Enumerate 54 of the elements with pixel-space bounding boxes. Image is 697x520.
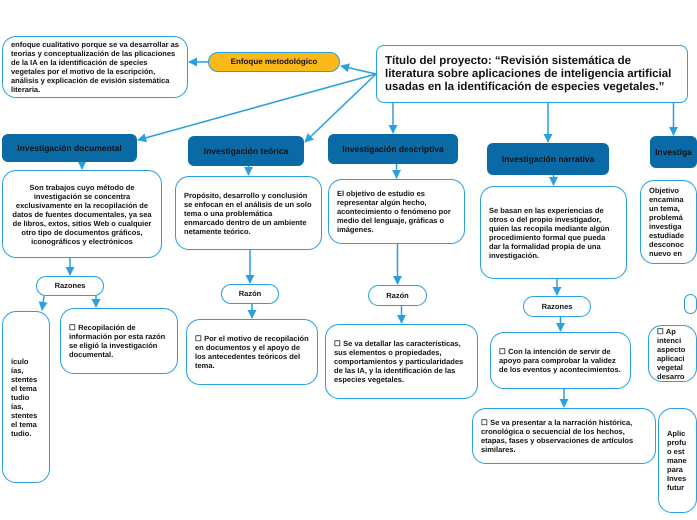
text-box xyxy=(2,170,162,258)
arrow xyxy=(92,296,100,308)
method-label: Enfoque metodológico xyxy=(230,56,318,68)
text-box xyxy=(328,179,465,244)
arrow xyxy=(669,103,678,136)
reason-pill xyxy=(221,284,279,304)
category-banner xyxy=(2,134,137,162)
text-box xyxy=(2,36,188,98)
arrow xyxy=(397,306,406,324)
text-box xyxy=(640,180,697,264)
category-banner xyxy=(487,143,609,175)
text-box xyxy=(186,319,318,385)
category-title: Investigación descriptiva xyxy=(342,142,444,156)
arrow xyxy=(78,160,86,170)
reason-pill xyxy=(523,296,591,317)
text-box xyxy=(490,332,631,389)
arrow xyxy=(388,103,398,134)
arrow xyxy=(244,166,253,176)
text-box xyxy=(472,408,656,464)
arrow xyxy=(556,317,565,332)
arrow xyxy=(552,279,562,296)
arrow xyxy=(549,175,558,186)
reason-pill xyxy=(36,276,104,296)
category-title: Investigación documental xyxy=(17,142,122,154)
arrow xyxy=(188,58,208,66)
reason-pill xyxy=(368,285,427,306)
text-box xyxy=(480,186,627,279)
category-title: Investigación narrativa xyxy=(502,152,594,166)
arrow xyxy=(393,244,402,285)
category-banner xyxy=(328,134,458,164)
project-title: Título del proyecto: “Revisión sistemática de literatura sobre aplicaciones de inteligencia artificial usadas en la identificación de especies vegetales.” xyxy=(385,54,672,94)
category-title: Investigación teórica xyxy=(204,144,288,158)
box-shape xyxy=(684,294,697,314)
arrow xyxy=(137,73,376,142)
text-box xyxy=(325,324,478,399)
text-box xyxy=(175,176,322,250)
arrow xyxy=(544,103,552,143)
text-box xyxy=(648,325,697,382)
arrow xyxy=(340,63,376,75)
arrow xyxy=(246,250,254,284)
category-title: Investiga xyxy=(655,146,692,158)
text-box xyxy=(658,408,697,513)
category-banner xyxy=(650,136,697,168)
arrow xyxy=(304,73,377,143)
arrow xyxy=(248,304,256,319)
arrow xyxy=(38,296,48,311)
text-box xyxy=(60,308,178,374)
method-pill xyxy=(208,52,340,72)
title-box xyxy=(376,45,688,103)
category-banner xyxy=(188,136,304,166)
arrow xyxy=(392,164,401,179)
arrow xyxy=(66,258,74,276)
arrow xyxy=(560,389,568,408)
text-box xyxy=(2,311,50,483)
